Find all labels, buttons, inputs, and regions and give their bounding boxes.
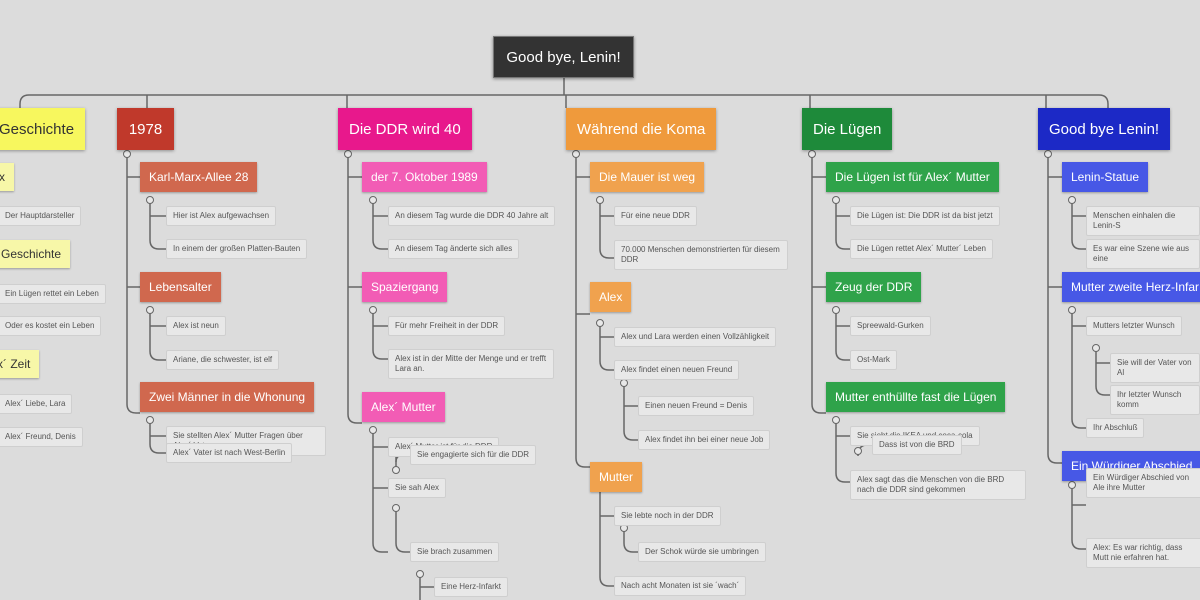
leaf: Sie lebte noch in der DDR [614,506,721,526]
leaf: Mutters letzter Wunsch [1086,316,1182,336]
connector-dot[interactable] [146,416,154,424]
leaf: Sie will der Vater von Al [1110,353,1200,383]
connector-dot[interactable] [416,570,424,578]
leaf: Alex´ Freund, Denis [0,427,83,447]
leaf: Alex findet ihn bei einer neue Job [638,430,771,450]
root-node[interactable]: Good bye, Lenin! [493,36,634,78]
connector-dot[interactable] [596,319,604,327]
connector-dot[interactable] [1092,344,1100,352]
leaf: An diesem Tag wurde die DDR 40 Jahre alt [388,206,556,226]
topic-mutter[interactable]: Mutter [590,462,643,492]
connector-dot[interactable] [1068,196,1076,204]
leaf: Hier ist Alex aufgewachsen [166,206,277,226]
topic-alex-mutter[interactable]: Alex´ Mutter [362,392,445,422]
topic-lenin-statue[interactable]: Lenin-Statue [1062,162,1149,192]
connector-dot[interactable] [369,306,377,314]
connector-dot[interactable] [146,306,154,314]
leaf: Alex findet einen neuen Freund [614,360,740,380]
topic-lebensalter[interactable]: Lebensalter [140,272,221,302]
leaf: Alex´ Liebe, Lara [0,394,73,414]
connector-dot[interactable] [854,447,862,455]
branch-1978[interactable]: 1978 [117,108,174,150]
topic-spaziergang[interactable]: Spaziergang [362,272,448,302]
leaf: Ein Würdiger Abschied von Ale ihre Mutte… [1086,468,1200,498]
connector-dot[interactable] [146,196,154,204]
topic-zeug-der-ddr[interactable]: Zeug der DDR [826,272,922,302]
topic-luegen-mutter[interactable]: Die Lügen ist für Alex´ Mutter [826,162,999,192]
leaf: Alex sagt das die Menschen von die BRD n… [850,470,1026,500]
topic-mauer-weg[interactable]: Die Mauer ist weg [590,162,705,192]
leaf: Ein Lügen rettet ein Leben [0,284,106,304]
topic-karl-marx-allee[interactable]: Karl-Marx-Allee 28 [140,162,258,192]
topic-7-oktober[interactable]: der 7. Oktober 1989 [362,162,487,192]
leaf: Die Lügen ist: Die DDR ist da bist jetzt [850,206,1000,226]
connector-dot[interactable] [392,504,400,512]
connector-dot[interactable] [369,196,377,204]
leaf: Ariane, die schwester, ist elf [166,350,280,370]
branch-good-bye-lenin[interactable]: Good bye Lenin! [1038,108,1171,150]
leaf: Der Hauptdarsteller [0,206,82,226]
leaf: 70.000 Menschen demonstrierten für diese… [614,240,788,270]
leaf: Für mehr Freiheit in der DDR [388,316,506,336]
leaf: Sie sah Alex [388,478,447,498]
connector-dot[interactable] [808,150,816,158]
leaf: Der Schok würde sie umbringen [638,542,766,562]
connector-dot[interactable] [572,150,580,158]
connector-dot[interactable] [596,196,604,204]
connector-dot[interactable] [832,196,840,204]
leaf: Nach acht Monaten ist sie ´wach´ [614,576,747,596]
connector-dot[interactable] [620,379,628,387]
branch-die-luegen[interactable]: Die Lügen [802,108,893,150]
leaf: Sie brach zusammen [410,542,500,562]
leaf: Alex und Lara werden einen Vollzähligkei… [614,327,777,347]
connector-dot[interactable] [392,466,400,474]
leaf: Eine Herz-Infarkt [434,577,509,597]
leaf: Alex: Es war richtig, dass Mutt nie erfa… [1086,538,1200,568]
topic-geschichte[interactable]: Geschichte [0,240,71,268]
connector-dot[interactable] [1044,150,1052,158]
leaf: An diesem Tag änderte sich alles [388,239,520,259]
connector-dot[interactable] [1068,306,1076,314]
connector-dot[interactable] [832,306,840,314]
branch-geschichte[interactable]: Geschichte [0,108,86,150]
leaf: Dass ist von die BRD [872,435,962,455]
topic-mutter-enthuellte[interactable]: Mutter enthüllte fast die Lügen [826,382,1006,412]
branch-waehrend-die-koma[interactable]: Während die Koma [566,108,717,150]
leaf: Für eine neue DDR [614,206,697,226]
topic-zeit[interactable]: x´ Zeit [0,350,40,378]
leaf: Ihr Abschluß [1086,418,1145,438]
topic-zwei-maenner[interactable]: Zwei Männer in die Whonung [140,382,315,412]
connector-dot[interactable] [1068,481,1076,489]
connector-dot[interactable] [832,416,840,424]
leaf: In einem der großen Platten-Bauten [166,239,308,259]
leaf: Spreewald-Gurken [850,316,931,336]
leaf: Die Lügen rettet Alex´ Mutter´ Leben [850,239,993,259]
leaf: Ost-Mark [850,350,897,370]
leaf: Menschen einhalen die Lenin-S [1086,206,1200,236]
leaf: Einen neuen Freund = Denis [638,396,755,416]
leaf: Alex ist in der Mitte der Menge und er t… [388,349,554,379]
branch-ddr-wird-40[interactable]: Die DDR wird 40 [338,108,472,150]
topic-x[interactable]: x [0,163,14,191]
connector-dot[interactable] [369,426,377,434]
leaf: Es war eine Szene wie aus eine [1086,239,1200,269]
topic-mutter-zweite-herz-infarkt[interactable]: Mutter zweite Herz-Infar [1062,272,1200,302]
connector-dot[interactable] [123,150,131,158]
leaf: Ihr letzter Wunsch komm [1110,385,1200,415]
leaf: Oder es kostet ein Leben [0,316,102,336]
leaf: Alex´ Vater ist nach West-Berlin [166,443,293,463]
leaf: Alex ist neun [166,316,226,336]
topic-alex[interactable]: Alex [590,282,632,312]
connector-dot[interactable] [344,150,352,158]
leaf: Sie engagierte sich für die DDR [410,445,537,465]
